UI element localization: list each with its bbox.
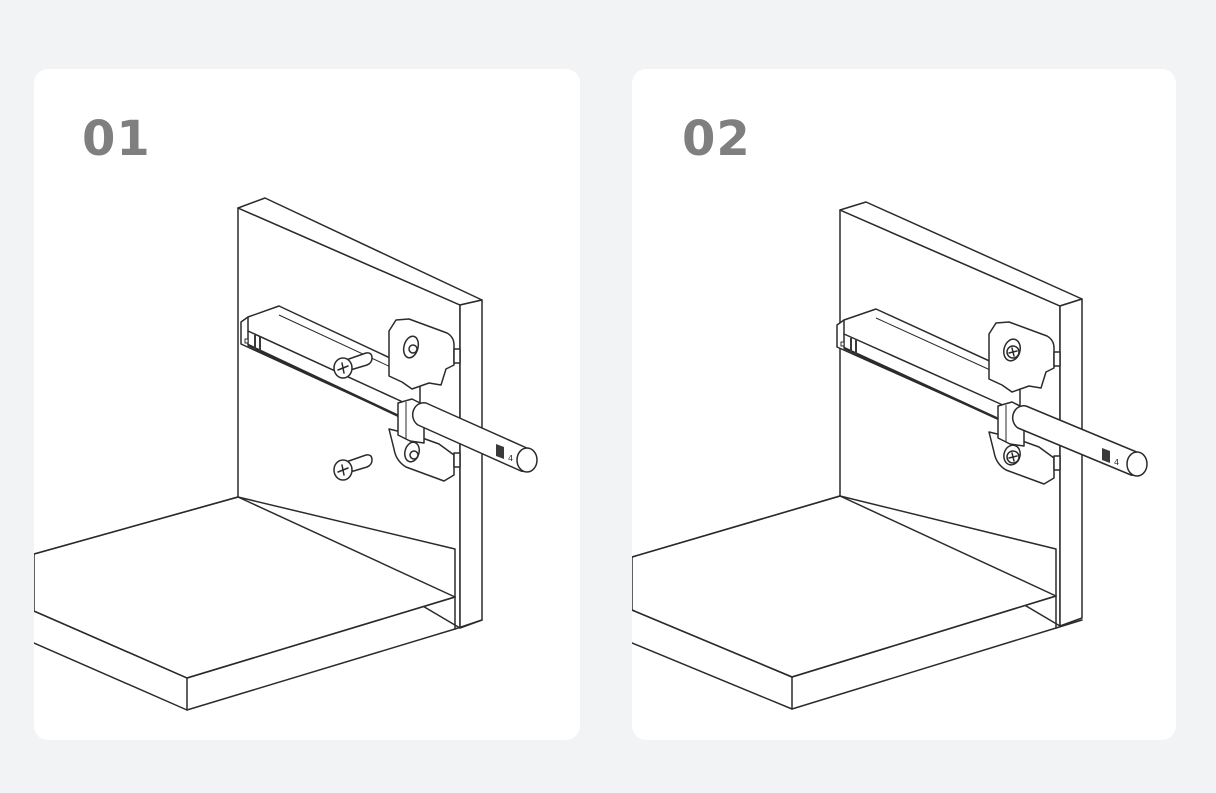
- step-number: 01: [82, 111, 151, 167]
- step-card-1: 01: [34, 69, 580, 740]
- installation-illustration-step-1: 4: [34, 197, 538, 711]
- soft-close-damper-icon: 4: [240, 305, 538, 482]
- installation-illustration-step-2: 4: [632, 201, 1148, 710]
- cabinet-shelf-icon: [34, 496, 483, 711]
- damper-marking: 4: [508, 454, 513, 463]
- soft-close-damper-icon: 4: [836, 308, 1148, 485]
- phillips-screw-icon: [333, 454, 373, 481]
- cabinet-shelf-icon: [632, 495, 1083, 710]
- step-card-2: 02: [632, 69, 1176, 740]
- phillips-screw-icon: [333, 352, 373, 379]
- damper-marking: 4: [1114, 458, 1119, 467]
- step-number: 02: [682, 111, 751, 167]
